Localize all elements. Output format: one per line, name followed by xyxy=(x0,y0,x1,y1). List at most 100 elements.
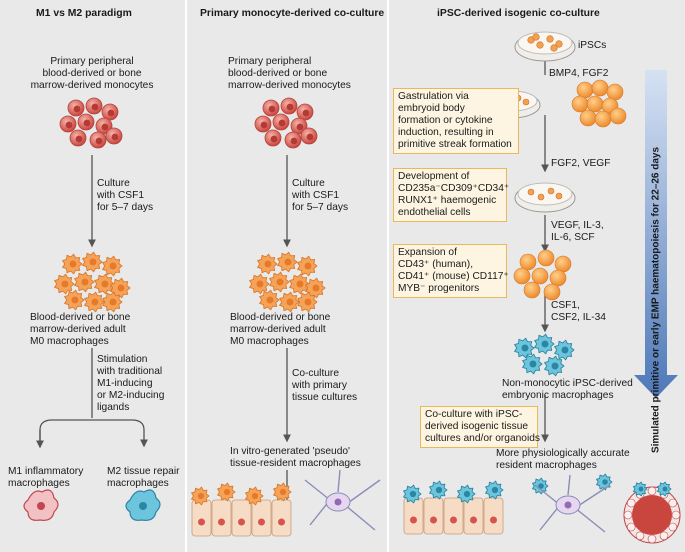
organoid-cell xyxy=(626,522,636,532)
organoid-cell xyxy=(668,522,678,532)
p1m0-line: marrow-derived adult xyxy=(30,324,126,335)
p3f4-line: CSF2, IL-34 xyxy=(551,312,606,323)
embryoid-body-cell xyxy=(576,81,594,99)
p1step2-line: Stimulation xyxy=(97,354,148,365)
tissue-epithelium-icon xyxy=(191,482,292,537)
p2step1-line: with CSF1 xyxy=(292,190,339,201)
epithelial-cell xyxy=(463,497,484,535)
p1step2-line: with traditional xyxy=(97,366,163,377)
box1-line: formation or cytokine xyxy=(398,115,493,126)
box2-line: CD235a⁻CD309⁺CD34⁺ xyxy=(398,183,510,194)
progenitor-cell xyxy=(519,253,537,271)
macrophage-cell xyxy=(514,337,535,359)
epithelial-cell xyxy=(423,497,444,535)
monocyte-cluster-1 xyxy=(59,97,123,149)
macrophage-cell xyxy=(403,484,422,504)
panel1-arrows xyxy=(36,155,148,449)
box4-line: cultures and/or organoids xyxy=(425,433,540,444)
factors-fgf2-vegf: FGF2, VEGF xyxy=(551,158,611,169)
macrophage-cell xyxy=(249,273,270,295)
epithelial-cell xyxy=(211,499,232,537)
box2-line: RUNX1⁺ haemogenic xyxy=(398,195,497,206)
p1step1-line: for 5–7 days xyxy=(97,202,154,213)
p1src-line: blood-derived or bone xyxy=(42,68,142,79)
macrophage-cell xyxy=(64,289,85,311)
macrophage-cell xyxy=(269,271,290,293)
progenitor-cell xyxy=(531,267,549,285)
monocyte-nucleus xyxy=(91,103,99,111)
macrophage-cell xyxy=(84,291,105,313)
p1m0-line: M0 macrophages xyxy=(30,336,109,347)
panel2-title: Primary monocyte-derived co-culture xyxy=(200,8,385,19)
macrophage-cell xyxy=(297,255,318,277)
p1m2-line: M2 tissue repair xyxy=(107,466,180,477)
monocyte-nucleus xyxy=(278,119,286,127)
p1m0-line: Blood-derived or bone xyxy=(30,312,131,323)
box4-line: Co-culture with iPSC- xyxy=(425,409,523,420)
monocyte-cluster-2 xyxy=(254,97,318,149)
p1step1-line: Culture xyxy=(97,178,130,189)
factors-bmp4-fgf2: BMP4, FGF2 xyxy=(549,68,609,79)
p2m0-line: M0 macrophages xyxy=(230,336,309,347)
p1m1-line: M1 inflammatory xyxy=(8,466,84,477)
embryoid-body-cell xyxy=(594,110,612,128)
macrophage-cell xyxy=(279,291,300,313)
p2step2-line: with primary xyxy=(292,380,347,391)
p3f3-line: IL-6, SCF xyxy=(551,232,595,243)
epithelial-cell xyxy=(483,497,504,535)
macrophage-cell xyxy=(532,477,549,495)
progenitor-cell xyxy=(554,255,572,273)
epithelial-cell xyxy=(231,499,252,537)
box1-line: embryoid body xyxy=(398,103,465,114)
embryoid-body-cell xyxy=(609,107,627,125)
macrophage-cell xyxy=(259,289,280,311)
monocyte-nucleus xyxy=(270,135,278,143)
embryonic-macrophage-cluster xyxy=(514,333,575,377)
stem-cell xyxy=(537,193,545,201)
timeline-arrow xyxy=(634,70,678,398)
p2src-line: marrow-derived monocytes xyxy=(228,80,351,91)
p1src-line: marrow-derived monocytes xyxy=(30,80,154,91)
organoid-cell xyxy=(635,531,645,541)
macrophage-cell xyxy=(457,484,476,504)
ipscs-label: iPSCs xyxy=(578,40,607,51)
macrophage-cell xyxy=(273,482,292,502)
monocyte-nucleus xyxy=(107,109,115,117)
stem-cell xyxy=(536,41,544,49)
macrophage-cell xyxy=(54,273,75,295)
organoid-cell xyxy=(647,486,657,496)
p3macro-line: Non-monocytic iPSC-derived xyxy=(502,378,633,389)
progenitor-cell xyxy=(513,267,531,285)
embryoid-body-cell xyxy=(579,109,597,127)
progenitor-cluster xyxy=(513,249,572,301)
macrophage-cell xyxy=(74,271,95,293)
p1step2-line: ligands xyxy=(97,402,130,413)
box3-line: MYB⁻ progenitors xyxy=(398,283,480,294)
monocyte-nucleus xyxy=(296,123,304,131)
p2step1-line: for 5–7 days xyxy=(292,202,349,213)
macrophage-cell xyxy=(297,291,318,313)
box3-line: CD43⁺ (human), xyxy=(398,259,474,270)
monocyte-nucleus xyxy=(73,105,81,113)
p1step2-line: M1-inducing xyxy=(97,378,153,389)
stem-cell xyxy=(532,33,540,41)
macrophage-cell xyxy=(522,353,543,375)
box1-line: induction, resulting in xyxy=(398,127,494,138)
p2m0-line: marrow-derived adult xyxy=(230,324,326,335)
monocyte-nucleus xyxy=(83,119,91,127)
p1m1-line: macrophages xyxy=(8,478,70,489)
macrophage-cell xyxy=(485,480,504,500)
epithelial-cell xyxy=(443,497,464,535)
panel3-title: iPSC-derived isogenic co-culture xyxy=(437,8,600,19)
macrophage-cell xyxy=(305,277,326,299)
epithelial-cell xyxy=(271,499,292,537)
monocyte-nucleus xyxy=(302,109,310,117)
monocyte-nucleus xyxy=(75,135,83,143)
box4-line: derived isogenic tissue xyxy=(425,421,529,432)
p2m0-line: Blood-derived or bone xyxy=(230,312,331,323)
monocyte-nucleus xyxy=(65,121,73,129)
ipsc-neuron-icon xyxy=(534,474,611,533)
